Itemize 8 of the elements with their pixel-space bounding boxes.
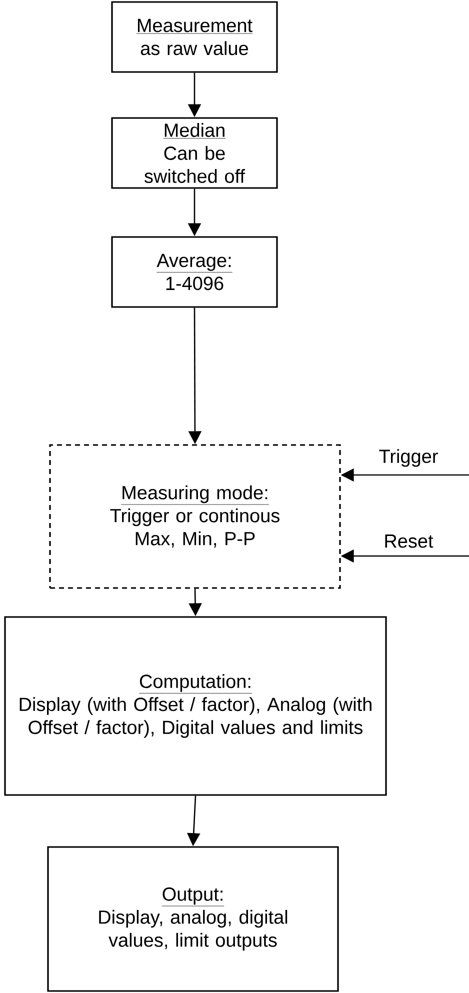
process-box: Computation: Display (with Offset / factor), Analog (with Offset / factor), Digital values and limits bbox=[4, 616, 387, 796]
process-box: Output: Display, analog, digital values, limit outputs bbox=[47, 846, 339, 992]
edge-label: Trigger bbox=[379, 449, 438, 467]
process-box: Average: 1-4096 bbox=[111, 236, 278, 308]
edge-label: Reset bbox=[385, 534, 434, 548]
process-box: Median Can be switched off bbox=[111, 117, 278, 189]
dashed-box: Measuring mode: Trigger or continous Max, Min, P-P bbox=[49, 444, 341, 589]
process-box: Measurement as raw value bbox=[111, 1, 278, 73]
